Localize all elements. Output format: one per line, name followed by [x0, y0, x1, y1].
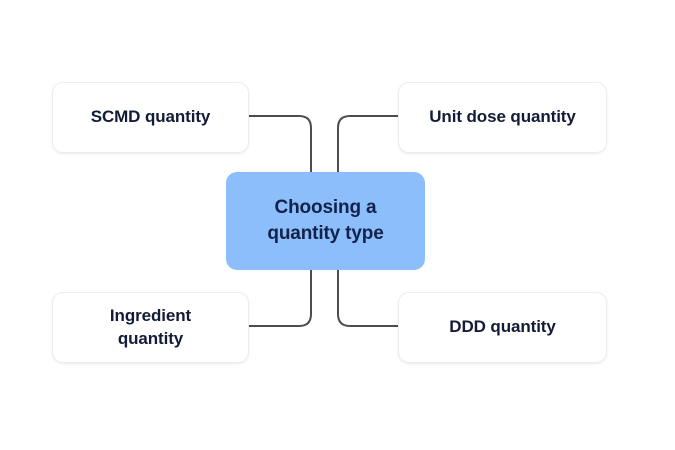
- connector-ddd-to-center: [337, 269, 399, 327]
- node-label: Ingredient quantity: [109, 305, 192, 348]
- node-unit-dose-quantity[interactable]: Unit dose quantity: [398, 82, 607, 153]
- node-ddd-quantity[interactable]: DDD quantity: [398, 292, 607, 363]
- connector-unit-dose-to-center: [337, 115, 399, 173]
- connector-scmd-to-center: [248, 115, 312, 173]
- node-label: Unit dose quantity: [429, 107, 576, 127]
- node-ingredient-quantity[interactable]: Ingredient quantity: [52, 292, 249, 363]
- node-label: DDD quantity: [449, 317, 556, 337]
- node-label: SCMD quantity: [90, 107, 211, 127]
- connector-ingredient-to-center: [248, 269, 312, 327]
- node-center-choosing-a-quantity-type[interactable]: Choosing a quantity type: [226, 172, 425, 270]
- node-scmd-quantity[interactable]: SCMD quantity: [52, 82, 249, 153]
- node-center-label: Choosing a quantity type: [267, 197, 384, 244]
